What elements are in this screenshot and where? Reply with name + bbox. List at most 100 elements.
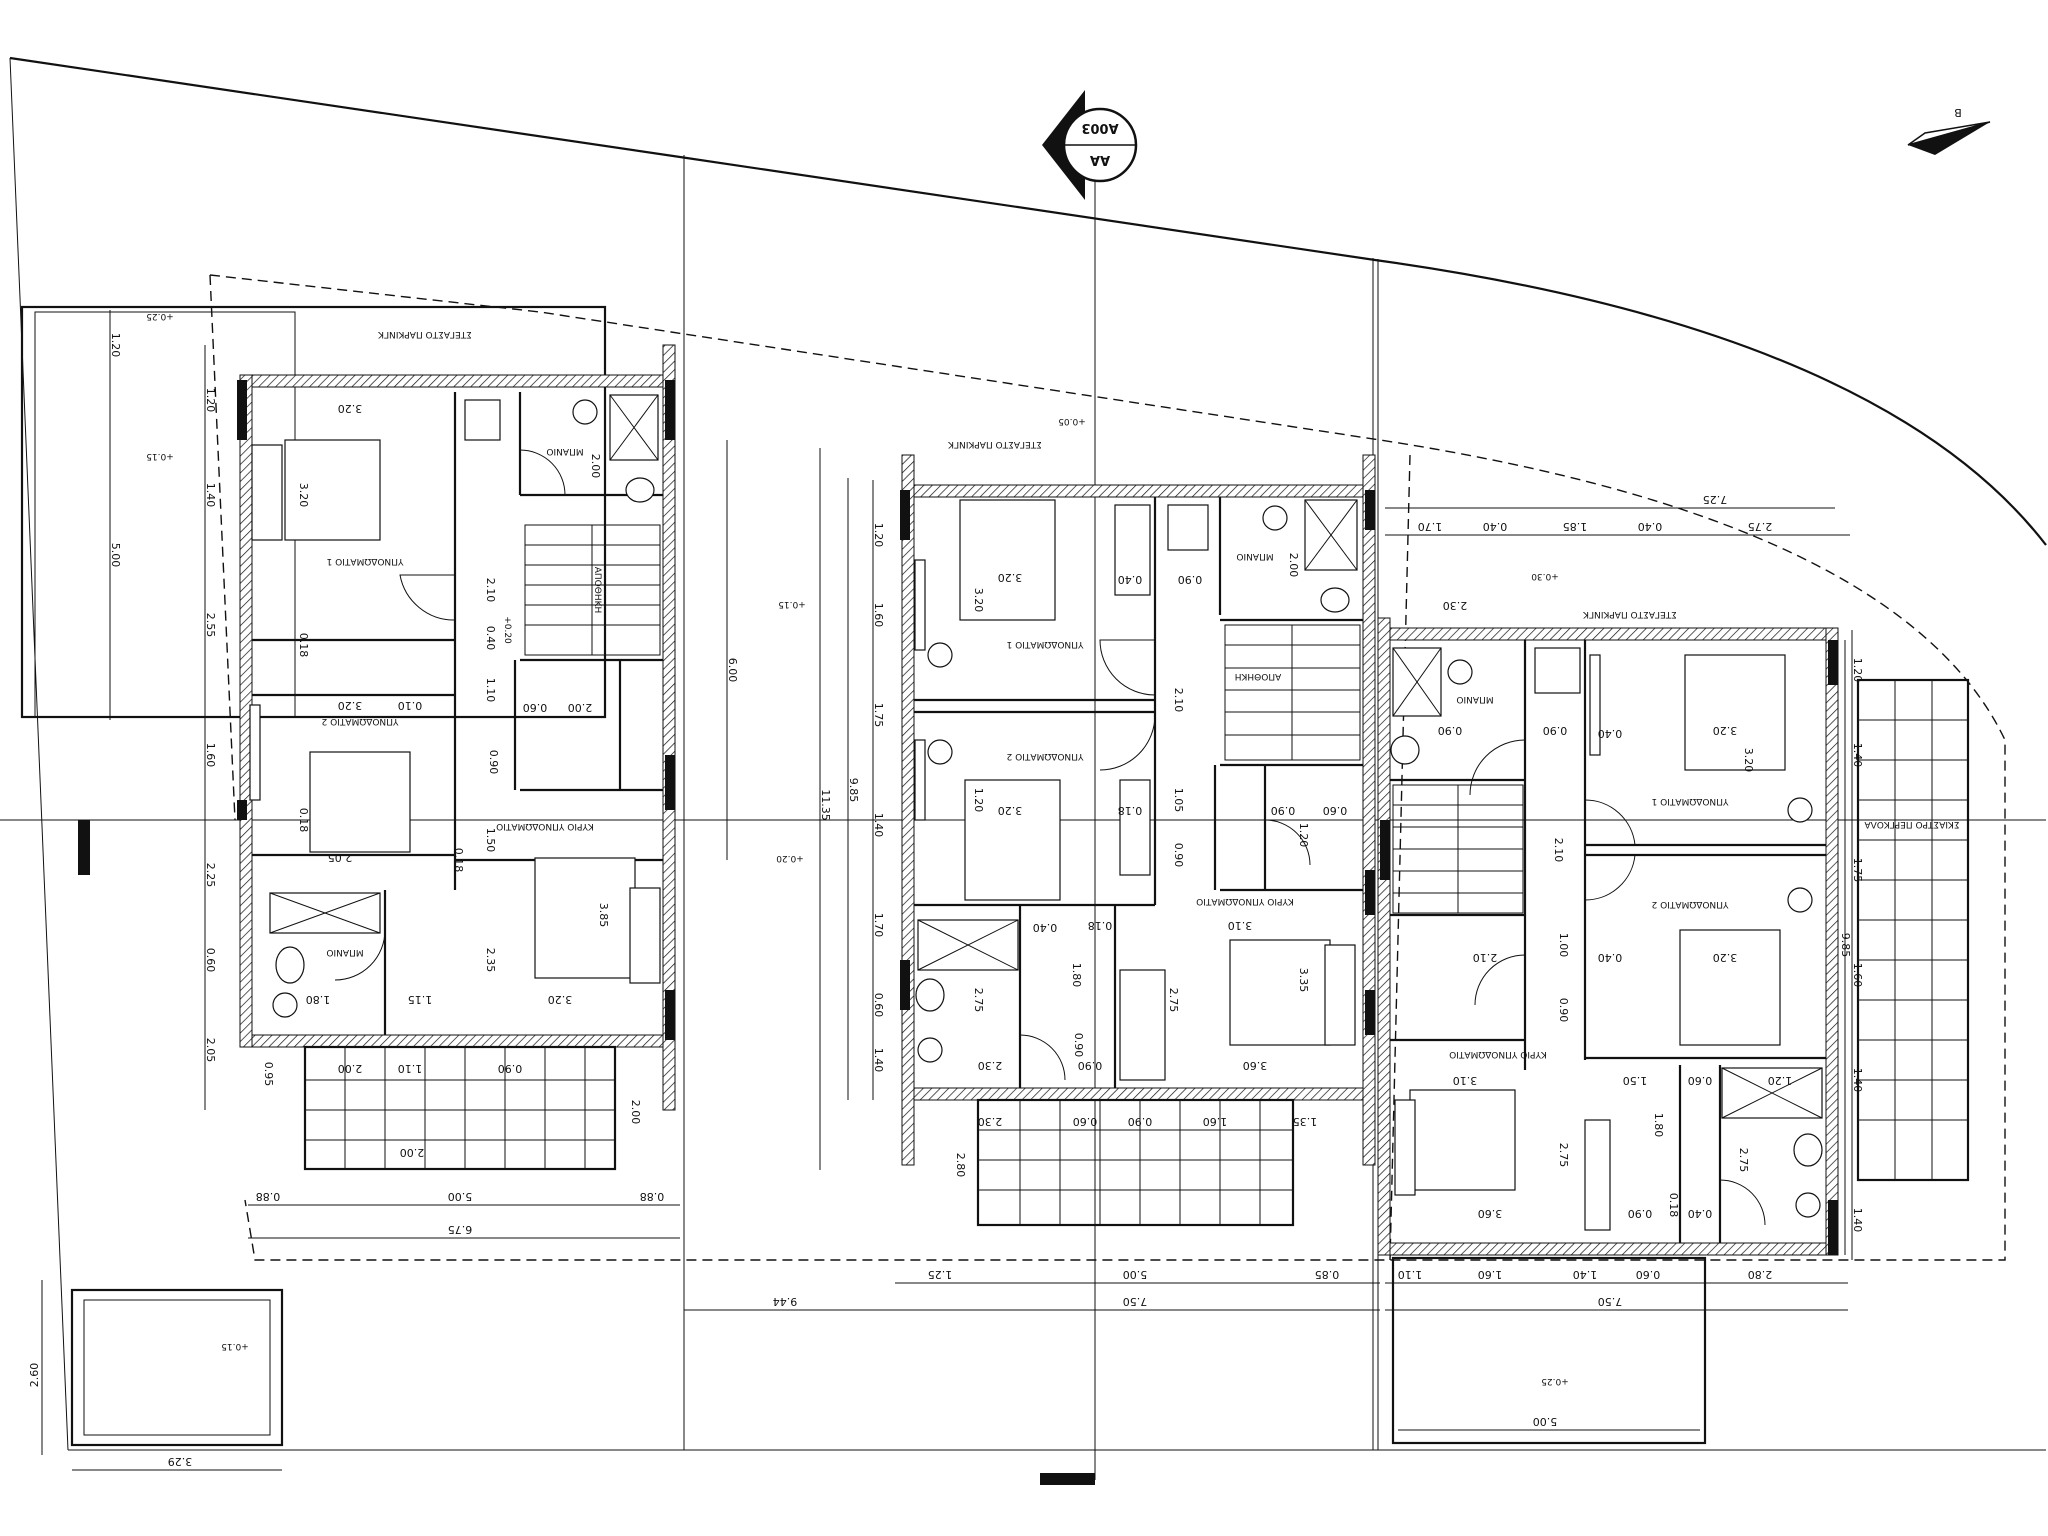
room-label-bath: ΜΠΑΝΙΟ bbox=[1236, 551, 1273, 561]
dimension-label: 1.60 bbox=[1851, 963, 1864, 988]
dimension-label: 1.80 bbox=[1070, 963, 1083, 988]
dimension-label: 0.88 bbox=[640, 1190, 665, 1203]
dimension-label: 1.00 bbox=[1557, 933, 1570, 958]
dimension-label: 3.20 bbox=[972, 588, 985, 613]
dimension-label: 0.90 bbox=[1543, 724, 1568, 737]
dimension-chain-mid: 1.20 1.60 1.75 1.40 1.70 0.60 1.40 6.00 … bbox=[726, 523, 885, 1073]
dimension-label: 1.40 bbox=[872, 1048, 885, 1073]
dimension-label: 0.40 bbox=[1033, 921, 1058, 934]
house-left: ΥΠΝΟΔΩΜΑΤΙΟ 1 ΥΠΝΟΔΩΜΑΤΙΟ 2 ΚΥΡΙΟ ΥΠΝΟΔΩ… bbox=[109, 310, 680, 1239]
dimension-label: 2.30 bbox=[1443, 599, 1468, 612]
room-label-master: ΚΥΡΙΟ ΥΠΝΟΔΩΜΑΤΙΟ bbox=[1449, 1049, 1547, 1059]
dimension-label: 1.10 bbox=[484, 678, 497, 703]
toilet-icon bbox=[1320, 587, 1350, 613]
dimension-label: 1.40 bbox=[1851, 1208, 1864, 1233]
dimension-label: 3.10 bbox=[1228, 919, 1253, 932]
dimension-label: 3.10 bbox=[1453, 1074, 1478, 1087]
room-label-storage: ΑΠΟΘΗΚΗ bbox=[592, 567, 602, 614]
dimension-label: 1.50 bbox=[484, 828, 497, 853]
dimension-label: 2.75 bbox=[1748, 520, 1773, 533]
chair-icon bbox=[927, 739, 953, 765]
bed-icon bbox=[1684, 654, 1786, 771]
room-label-bath-2: ΜΠΑΝΙΟ bbox=[546, 446, 583, 456]
dimension-label: 2.75 bbox=[1737, 1148, 1750, 1173]
dimension-label: 0.18 bbox=[1667, 1193, 1680, 1218]
dimension-label: 0.18 bbox=[1088, 919, 1113, 932]
dimension-label: 1.50 bbox=[1623, 1074, 1648, 1087]
dimension-label: 3.85 bbox=[597, 903, 610, 928]
dimension-label: 0.90 bbox=[1072, 1033, 1085, 1058]
dimension-label: 3.60 bbox=[1243, 1059, 1268, 1072]
dimension-label: 0.60 bbox=[1688, 1074, 1713, 1087]
dimension-label: 0.90 bbox=[1628, 1207, 1653, 1220]
dimension-label: 1.60 bbox=[872, 603, 885, 628]
balcony-grid bbox=[305, 1047, 615, 1169]
dimension-label: 2.75 bbox=[972, 988, 985, 1013]
dimension-label: 2.75 bbox=[1167, 988, 1180, 1013]
dimension-total: 7.50 bbox=[1123, 1295, 1148, 1308]
bed-icon bbox=[1229, 939, 1331, 1046]
room-label-bedroom-2: ΥΠΝΟΔΩΜΑΤΙΟ 2 bbox=[1652, 899, 1730, 909]
dimension-label: 0.18 bbox=[1118, 804, 1143, 817]
room-label-storage: ΑΠΟΘΗΚΗ bbox=[1235, 671, 1282, 681]
dimension-label: 1.10 bbox=[1398, 1268, 1423, 1281]
dimension-label: 0.60 bbox=[1073, 1115, 1098, 1128]
dimension-label: 1.40 bbox=[1573, 1268, 1598, 1281]
dimension-label: 1.20 bbox=[1768, 1074, 1793, 1087]
dimension-label: 0.18 bbox=[297, 633, 310, 658]
dimension-label: 3.20 bbox=[998, 804, 1023, 817]
stair-right bbox=[1392, 784, 1524, 914]
dimension-label: 0.40 bbox=[1118, 573, 1143, 586]
dimension-label: 1.85 bbox=[1563, 520, 1588, 533]
house-right: 5.00 ΥΠΝΟΔΩΜΑΤΙΟ 1 ΥΠΝΟΔΩΜΑΤΙΟ 2 ΚΥΡΙΟ Υ… bbox=[1377, 493, 1970, 1445]
level-mark: +0.15 bbox=[146, 451, 174, 461]
dimension-label: 0.40 bbox=[484, 626, 497, 651]
dimension-label: 3.20 bbox=[338, 402, 363, 415]
dimension-label: 3.20 bbox=[548, 993, 573, 1006]
room-label-master: ΚΥΡΙΟ ΥΠΝΟΔΩΜΑΤΙΟ bbox=[496, 821, 594, 831]
dimension-label: 2.00 bbox=[568, 701, 593, 714]
dimension-total: 7.25 bbox=[1703, 493, 1728, 506]
dimension-label: 1.35 bbox=[1293, 1115, 1318, 1128]
dimension-label: 0.60 bbox=[1636, 1268, 1661, 1281]
dimension-label: 0.40 bbox=[1688, 1207, 1713, 1220]
dimension-label: 1.20 bbox=[972, 788, 985, 813]
dimension-label: 1.60 bbox=[1478, 1268, 1503, 1281]
dimension-label: 1.60 bbox=[204, 743, 217, 768]
dimension-label: 0.85 bbox=[1315, 1268, 1340, 1281]
room-label-bath-1: ΜΠΑΝΙΟ bbox=[326, 947, 363, 957]
dimension-label: 3.60 bbox=[1478, 1207, 1503, 1220]
level-mark: +0.20 bbox=[502, 616, 512, 644]
level-mark: +0.15 bbox=[778, 599, 806, 609]
room-label-bath: ΜΠΑΝΙΟ bbox=[1456, 694, 1493, 704]
dimension-label: 5.00 bbox=[1123, 1268, 1148, 1281]
dimension-label: 1.10 bbox=[398, 1062, 423, 1075]
dimension-total: 6.00 bbox=[726, 658, 739, 683]
sink-icon bbox=[1262, 505, 1288, 531]
toilet-icon bbox=[915, 978, 945, 1012]
pergola-grid bbox=[1858, 680, 1968, 1180]
dimension-label: 1.20 bbox=[1851, 658, 1864, 683]
dimension-label: 1.40 bbox=[204, 483, 217, 508]
chair-icon bbox=[1787, 797, 1813, 823]
dimension-label: 2.30 bbox=[978, 1115, 1003, 1128]
room-label-veranda: ΣΤΕΓΑΣΤΟ ΠΑΡΚΙΝΓΚ bbox=[377, 329, 472, 339]
bed-icon bbox=[1409, 1089, 1516, 1191]
dimension-inner-left: 3.20 3.20 2.10 1.10 0.60 2.00 0.90 1.50 … bbox=[297, 402, 642, 1124]
section-marker: AA A003 bbox=[1040, 90, 1138, 1485]
dimension-label: 0.60 bbox=[872, 993, 885, 1018]
dimension-label: 1.40 bbox=[872, 813, 885, 838]
dimension-label: 1.40 bbox=[1851, 1068, 1864, 1093]
dimension-label: 0.60 bbox=[523, 701, 548, 714]
dimension-label: 2.75 bbox=[1557, 1143, 1570, 1168]
dimension-label: 2.10 bbox=[1473, 951, 1498, 964]
dimension-label: 3.35 bbox=[1297, 968, 1310, 993]
bed-icon bbox=[534, 857, 636, 979]
dimension-total: 7.50 bbox=[1598, 1295, 1623, 1308]
dimension-label: 2.00 bbox=[400, 1146, 425, 1159]
dimension-inner-mid: 3.20 3.20 3.20 1.20 2.10 0.90 0.40 2.00 … bbox=[972, 553, 1347, 1072]
dimension-balcony-mid: 2.30 0.60 0.90 1.60 1.35 2.80 bbox=[954, 1115, 1317, 1177]
bed-icon bbox=[309, 751, 411, 853]
dimension-label: 0.90 bbox=[1128, 1115, 1153, 1128]
dimension-label: 2.00 bbox=[338, 1062, 363, 1075]
